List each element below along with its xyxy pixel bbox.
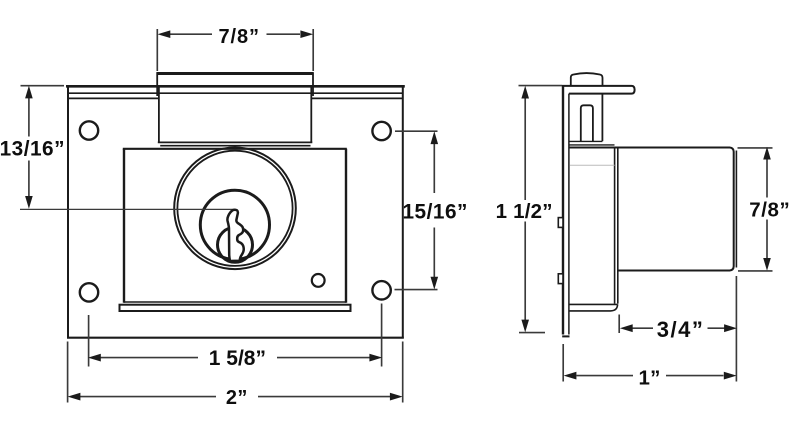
svg-text:2”: 2” [226, 387, 248, 409]
svg-text:1 5/8”: 1 5/8” [209, 347, 266, 370]
svg-text:1”: 1” [638, 367, 660, 390]
svg-text:15/16”: 15/16” [402, 200, 467, 223]
svg-text:13/16”: 13/16” [0, 138, 65, 161]
svg-text:7/8”: 7/8” [218, 26, 259, 48]
svg-text:7/8”: 7/8” [749, 198, 790, 221]
svg-text:3/4”: 3/4” [657, 317, 705, 342]
svg-text:1 1/2”: 1 1/2” [496, 200, 553, 223]
